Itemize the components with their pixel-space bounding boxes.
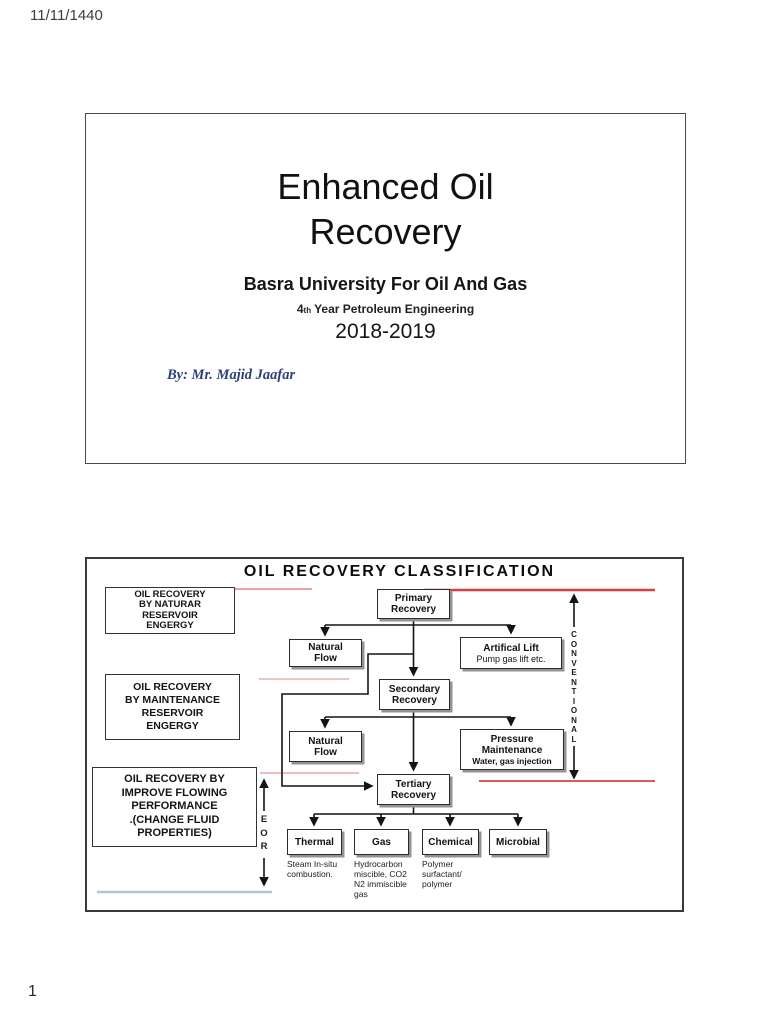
caption-chemical: Polymer surfactant/ polymer [422,859,462,889]
caption-gas: Hydrocarbon miscible, CO2 N2 immiscible … [354,859,407,899]
slide2-title: OIL RECOVERY CLASSIFICATION [243,563,556,580]
node-microbial: Microbial [489,829,547,855]
flowchart-connectors [97,588,655,894]
node-natural-flow-1: Natural Flow [289,639,362,667]
node-tertiary-recovery: Tertiary Recovery [377,774,450,805]
page-number: 1 [28,983,37,1000]
node-thermal: Thermal [287,829,342,855]
caption-thermal: Steam In-situ combustion. [287,859,338,879]
slide1-title: Enhanced Oil Recovery [277,166,494,252]
header-date: 11/11/1440 [30,7,103,24]
node-primary-recovery: Primary Recovery [377,589,450,619]
node-artificial-lift: Artifical Lift Pump gas lift etc. [460,637,562,669]
node-chemical: Chemical [422,829,479,855]
artificial-lift-sub: Pump gas lift etc. [476,653,546,664]
year-ordinal-suffix: th [303,306,312,315]
node-natural-flow-2: Natural Flow [289,731,362,762]
label-conventional: C O N V E N T I O N A L [570,630,578,744]
slide-classification: OIL RECOVERY CLASSIFICATION OIL RECOVERY… [85,557,684,912]
label-improve-flowing-performance: OIL RECOVERY BY IMPROVE FLOWING PERFORMA… [92,767,257,847]
pressure-maintenance-title: Pressure Maintenance [481,733,543,756]
artificial-lift-title: Artifical Lift [483,642,539,654]
label-maintenance-reservoir-energy: OIL RECOVERY BY MAINTENANCE RESERVOIR EN… [105,674,240,740]
slide-title-page: Enhanced Oil Recovery Basra University F… [85,113,686,464]
node-secondary-recovery: Secondary Recovery [379,679,450,710]
pressure-maintenance-sub: Water, gas injection [472,755,552,766]
label-eor: E O R [260,814,268,852]
node-pressure-maintenance: Pressure Maintenance Water, gas injectio… [460,729,564,770]
slide1-session: 2018-2019 [335,320,436,343]
year-prefix: 4 [296,302,304,316]
slide1-subtitle: Basra University For Oil And Gas [243,274,528,294]
label-natural-reservoir-energy: OIL RECOVERY BY NATURAR RESERVOIR ENGERG… [105,587,235,634]
slide1-author: By: Mr. Majid Jaafar [167,367,296,383]
year-rest: Year Petroleum Engineering [314,302,475,316]
node-gas: Gas [354,829,409,855]
